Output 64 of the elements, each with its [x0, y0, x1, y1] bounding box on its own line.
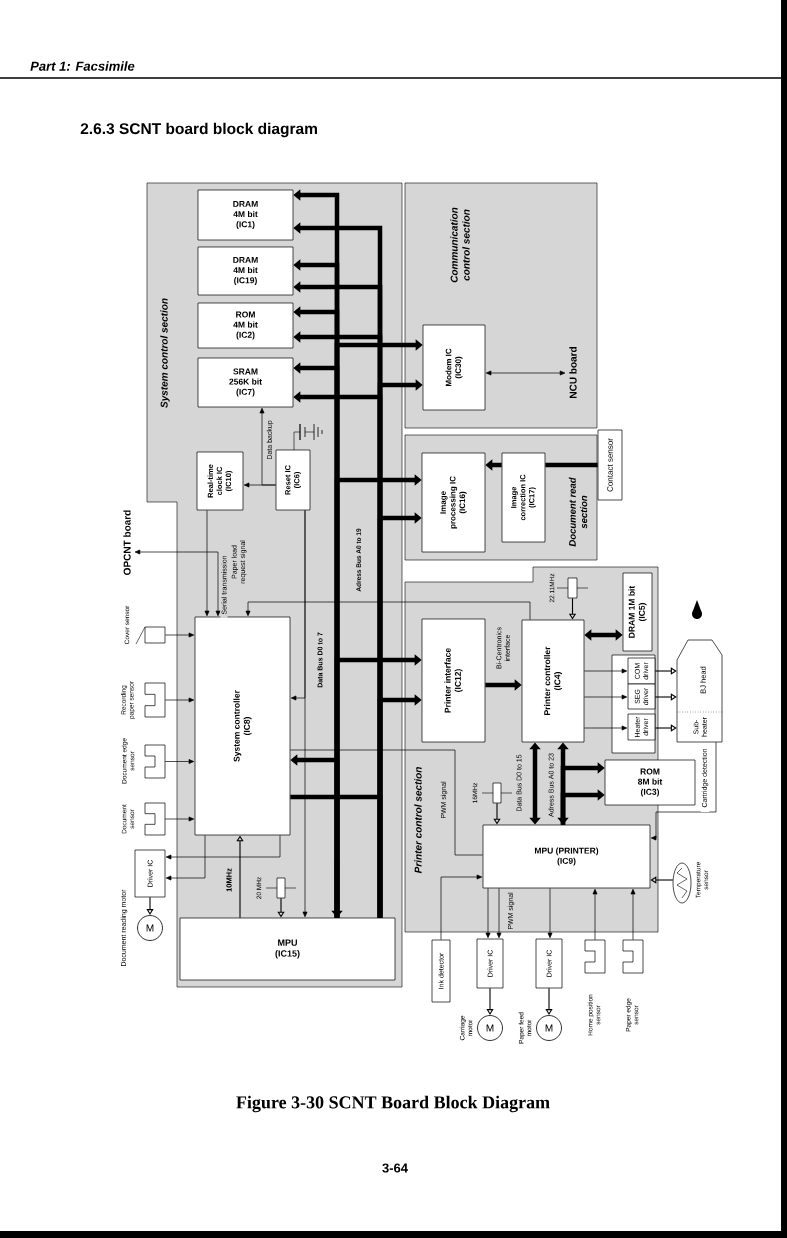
- crystal-symbol: [481, 782, 513, 804]
- arrow: [134, 549, 221, 617]
- page-header: Part 1: Facsimile: [30, 61, 135, 71]
- arrow: [650, 741, 717, 841]
- arrow: [243, 482, 276, 488]
- block-arrow: [654, 724, 677, 732]
- component-box: ROM 4M bit (IC2): [197, 302, 294, 349]
- board-label: NCU board: [569, 347, 577, 398]
- arrow: [584, 694, 628, 700]
- arrow: [547, 888, 553, 939]
- bus-arrow: [584, 629, 623, 641]
- arrow: [164, 816, 195, 822]
- sensor-symbol: [144, 802, 166, 836]
- arrow: [485, 888, 491, 939]
- component-box: ROM 8M bit (IC3): [604, 759, 696, 806]
- arrow: [630, 888, 636, 941]
- arrow: [584, 668, 628, 674]
- block-arrow: [236, 835, 244, 919]
- block-arrow: [650, 876, 674, 884]
- component-box: MPU (PRINTER) (IC9): [482, 824, 651, 889]
- arrow: [496, 888, 502, 939]
- crystal-symbol: [556, 577, 589, 599]
- board-label: OPCNT board: [123, 510, 131, 575]
- arrow: [204, 510, 210, 617]
- arrow: [165, 835, 206, 881]
- block-arrow: [493, 802, 501, 825]
- bus-arrow: [557, 742, 569, 825]
- sensor-symbol: [584, 939, 606, 974]
- component-box: System controller (IC8): [194, 616, 291, 836]
- component-box: DRAM 4M bit (IC1): [197, 189, 294, 241]
- diagram-title: 2.6.3 SCNT board block diagram: [80, 122, 317, 138]
- bus-arrow: [560, 789, 605, 825]
- arrow: [584, 725, 628, 731]
- crystal-symbol: [265, 877, 297, 899]
- arrow: [164, 697, 195, 703]
- block-arrow: [277, 897, 285, 918]
- sensor-symbol: [622, 939, 644, 974]
- component-box: DRAM 4M bit (IC19): [197, 246, 294, 296]
- component-box: Modem IC (IC30): [422, 324, 486, 411]
- component-box: DRAM 1M bit (IC5): [622, 572, 653, 652]
- component-box: SRAM 256K bit (IC7): [197, 357, 294, 408]
- component-box: Contact sensor: [597, 429, 623, 501]
- arrow: [302, 510, 308, 918]
- component-box: Printer interface (IC12): [421, 618, 486, 743]
- arrow: [245, 601, 531, 620]
- arrow: [165, 632, 195, 638]
- arrow: [440, 874, 483, 940]
- thermistor-symbol: [672, 862, 692, 904]
- sensor-symbol: [144, 744, 166, 779]
- block-arrow: [654, 693, 677, 701]
- component-box: Image processing IC (IC16): [421, 452, 486, 553]
- figure-caption: Figure 3-30 SCNT Board Block Diagram: [236, 1095, 550, 1113]
- bus-arrow: [529, 742, 541, 825]
- block-arrow: [654, 667, 677, 675]
- arrow: [164, 759, 195, 764]
- sensor-symbol: [144, 682, 166, 718]
- switch-symbol: [135, 626, 166, 645]
- page-number: 3-64: [382, 1163, 408, 1173]
- arrow: [165, 835, 281, 860]
- component-box: MPU (IC15): [179, 917, 396, 981]
- arrow: [592, 888, 598, 941]
- signal-line: [290, 749, 483, 856]
- arrow: [485, 370, 566, 376]
- component-box: Printer controller (IC4): [521, 619, 585, 743]
